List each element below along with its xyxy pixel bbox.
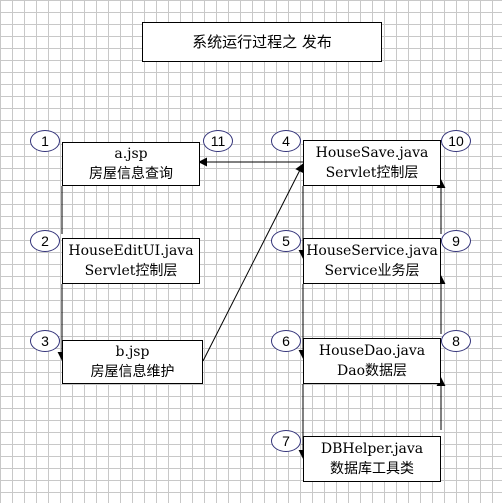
step-badge-2: 2 (30, 230, 60, 252)
step-badge-1: 1 (30, 130, 60, 152)
box-db-helper: DBHelper.java 数据库工具类 (303, 436, 441, 482)
box-house-service-name: HouseService.java (306, 243, 438, 259)
box-house-edit-ui-name: HouseEditUI.java (68, 243, 194, 259)
link-b-to-save (202, 163, 304, 362)
step-badge-10: 10 (441, 130, 471, 152)
step-badge-9: 9 (441, 230, 471, 252)
box-house-service-desc: Service业务层 (324, 263, 420, 279)
box-house-edit-ui: HouseEditUI.java Servlet控制层 (62, 238, 200, 284)
diagram-title-text: 系统运行过程之 发布 (192, 33, 332, 51)
step-badge-8: 8 (441, 330, 471, 352)
box-house-save: HouseSave.java Servlet控制层 (303, 140, 441, 186)
box-house-save-desc: Servlet控制层 (325, 165, 419, 181)
box-db-helper-name: DBHelper.java (320, 441, 424, 457)
step-badge-6: 6 (271, 330, 301, 352)
box-house-dao-desc: Dao数据层 (337, 363, 407, 379)
step-badge-3: 3 (30, 330, 60, 352)
box-db-helper-desc: 数据库工具类 (330, 461, 414, 477)
step-badge-4: 4 (271, 130, 301, 152)
box-a-jsp-desc: 房屋信息查询 (89, 166, 173, 182)
box-house-edit-ui-desc: Servlet控制层 (84, 263, 178, 279)
step-badge-11: 11 (203, 130, 233, 152)
step-badge-5: 5 (271, 230, 301, 252)
diagram-title: 系统运行过程之 发布 (142, 22, 382, 62)
box-house-dao: HouseDao.java Dao数据层 (303, 338, 441, 384)
box-b-jsp-desc: 房屋信息维护 (90, 364, 175, 380)
box-house-dao-name: HouseDao.java (318, 343, 426, 359)
box-a-jsp-name: a.jsp (114, 146, 148, 162)
step-badge-7: 7 (271, 430, 301, 452)
box-house-save-name: HouseSave.java (315, 145, 429, 161)
box-b-jsp: b.jsp 房屋信息维护 (62, 340, 203, 384)
box-b-jsp-name: b.jsp (115, 344, 150, 360)
box-a-jsp: a.jsp 房屋信息查询 (62, 142, 200, 186)
box-house-service: HouseService.java Service业务层 (303, 238, 441, 284)
